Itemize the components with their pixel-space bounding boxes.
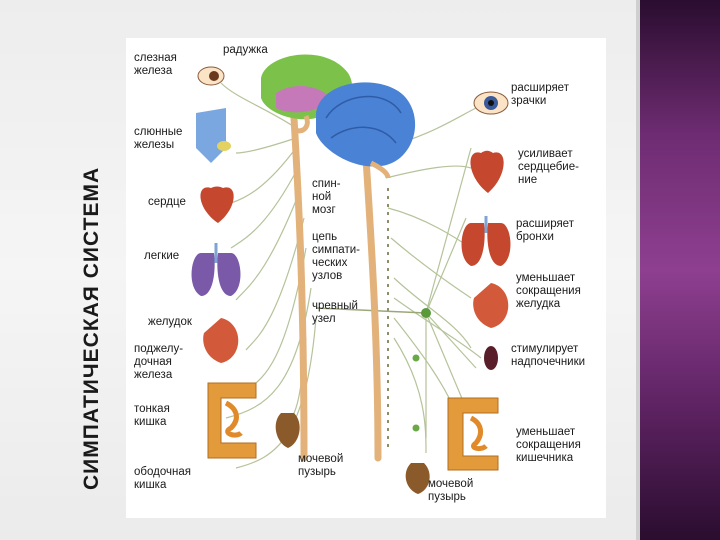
label-colon: ободочная кишка: [134, 466, 191, 492]
label-tear-gland: слезная железа: [134, 52, 177, 78]
pupil-center: [488, 100, 494, 106]
label-pupils: расширяет зрачки: [511, 82, 569, 108]
colon-icon: [208, 383, 256, 458]
intestine-right-icon: [448, 398, 498, 470]
label-stomach-contraction: уменьшает сокращения желудка: [516, 272, 581, 311]
label-intestine-contraction: уменьшает сокращения кишечника: [516, 426, 581, 465]
label-stomach: желудок: [148, 316, 192, 329]
lung-right-icon: [217, 253, 240, 296]
bronchi-left-icon: [462, 223, 485, 266]
salivary-gland-spot: [217, 141, 231, 151]
celiac-ganglion-node: [421, 308, 431, 318]
heart-right-icon: [471, 151, 504, 193]
label-bladder-left: мочевой пузырь: [298, 453, 343, 479]
label-small-intestine: тонкая кишка: [134, 403, 170, 429]
salivary-glands-icon: [196, 108, 226, 163]
iris-icon: [209, 71, 219, 81]
label-iris: радужка: [223, 44, 268, 57]
bladder-left-icon: [276, 413, 300, 448]
label-salivary-glands: слюнные железы: [134, 126, 182, 152]
bronchi-right-icon: [487, 223, 510, 266]
label-adrenals: стимулирует надпочечники: [511, 343, 585, 369]
adrenal-icon: [484, 346, 498, 370]
spinal-cord-left: [294, 118, 304, 458]
brain-right-hemisphere: [316, 82, 415, 166]
label-lungs: легкие: [144, 250, 179, 263]
label-celiac-ganglion: чревный узел: [312, 300, 358, 326]
label-heartbeat: усиливает сердцебие- ние: [518, 148, 579, 187]
spinal-cord-right: [366, 158, 378, 458]
label-pancreas: поджелу- дочная железа: [134, 343, 183, 382]
ganglion-node: [413, 425, 420, 432]
label-spinal-cord: спин- ной мозг: [312, 178, 341, 217]
nervous-system-diagram: слезная железа радужка слюнные железы се…: [126, 38, 606, 518]
bladder-right-icon: [406, 463, 430, 494]
label-heart: сердце: [148, 196, 186, 209]
intestine-loops-icon: [471, 418, 486, 449]
label-bronchi: расширяет бронхи: [516, 218, 574, 244]
ganglion-node: [413, 355, 420, 362]
decorative-side-band: [640, 0, 720, 540]
small-intestine-icon: [226, 403, 241, 435]
heart-icon: [201, 187, 234, 224]
label-bladder-right: мочевой пузырь: [428, 478, 473, 504]
stomach-icon: [203, 318, 238, 363]
lung-left-icon: [192, 253, 215, 296]
label-ganglia-chain: цепь симпати- ческих узлов: [312, 231, 360, 283]
stomach-right-icon: [473, 283, 508, 328]
slide-title: СИМПАТИЧЕСКАЯ СИСТЕМА: [78, 40, 106, 490]
